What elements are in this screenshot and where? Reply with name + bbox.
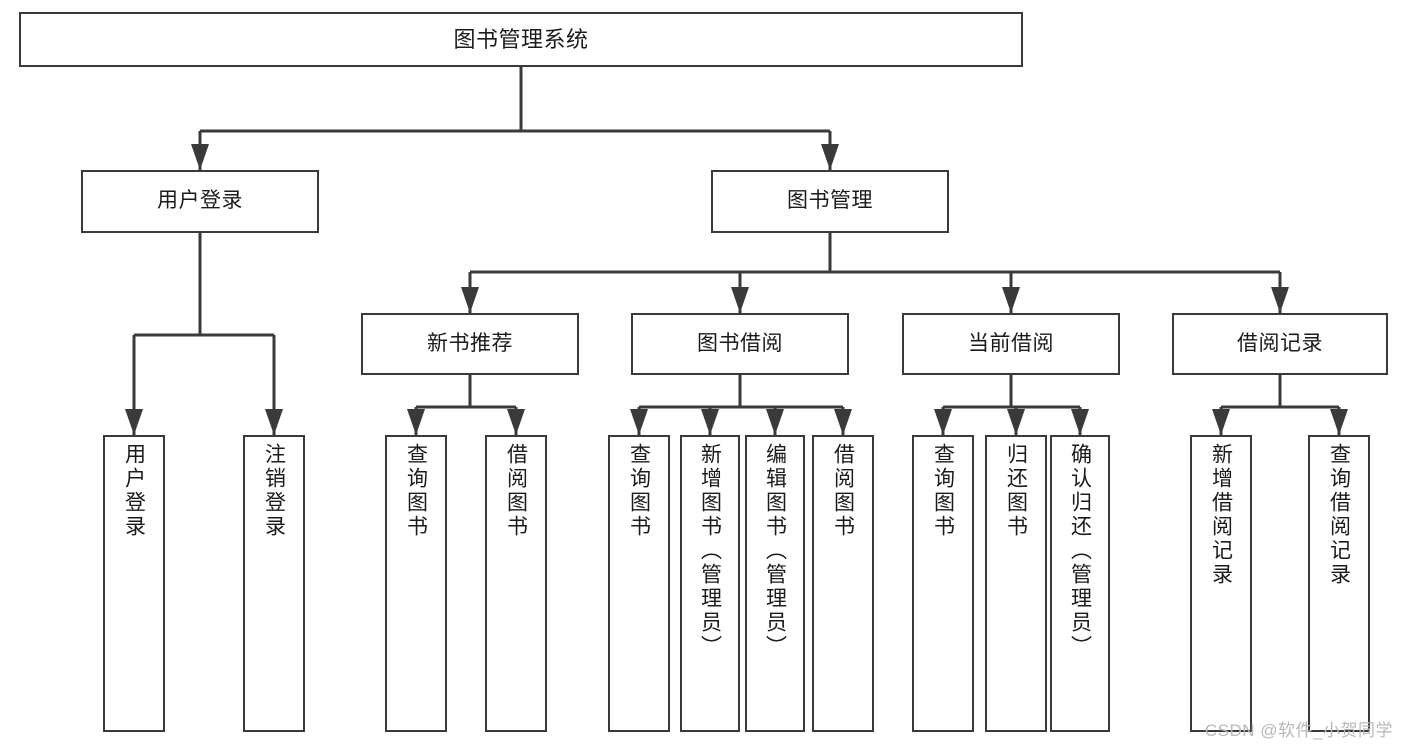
arrowhead-rc-query <box>1330 409 1348 435</box>
node-label-bk-edit: 编辑图书（管理员） <box>763 443 787 659</box>
node-label-nb-borrow: 借阅图书 <box>504 443 528 539</box>
node-bookmgmt: 图书管理 <box>711 170 949 233</box>
node-label-bk-query: 查询图书 <box>627 443 651 539</box>
arrowhead-bookmgmt <box>821 144 839 170</box>
arrowhead-bk-borrow <box>834 409 852 435</box>
node-root: 图书管理系统 <box>19 12 1023 67</box>
arrowhead-rc-add <box>1212 409 1230 435</box>
node-label-rc-query: 查询借阅记录 <box>1327 443 1351 587</box>
arrowhead-login <box>191 144 209 170</box>
node-current: 当前借阅 <box>902 313 1120 375</box>
arrowhead-login-in <box>125 409 143 435</box>
node-label-current: 当前借阅 <box>968 331 1054 355</box>
arrowhead-cr-query <box>934 409 952 435</box>
node-label-login-in: 用户登录 <box>122 443 146 539</box>
node-label-cr-confirm: 确认归还（管理员） <box>1068 443 1092 659</box>
node-bk-borrow: 借阅图书 <box>812 435 874 732</box>
node-label-bookmgmt: 图书管理 <box>787 189 873 213</box>
node-login-out: 注销登录 <box>243 435 305 732</box>
node-bk-query: 查询图书 <box>608 435 670 732</box>
arrowhead-current <box>1002 287 1020 313</box>
arrowhead-nb-borrow <box>507 409 525 435</box>
node-cr-query: 查询图书 <box>912 435 974 732</box>
node-rc-query: 查询借阅记录 <box>1308 435 1370 732</box>
node-label-cr-return: 归还图书 <box>1004 443 1028 539</box>
node-login-in: 用户登录 <box>103 435 165 732</box>
node-records: 借阅记录 <box>1172 313 1388 375</box>
node-cr-return: 归还图书 <box>985 435 1047 732</box>
node-label-rc-add: 新增借阅记录 <box>1209 443 1233 587</box>
arrowhead-bk-query <box>630 409 648 435</box>
node-label-borrow: 图书借阅 <box>697 331 783 355</box>
arrowhead-nb-query <box>407 409 425 435</box>
arrowhead-bk-add <box>701 409 719 435</box>
node-label-login-out: 注销登录 <box>262 443 286 539</box>
node-label-cr-query: 查询图书 <box>931 443 955 539</box>
node-label-newbook: 新书推荐 <box>427 331 513 355</box>
node-login: 用户登录 <box>81 170 319 233</box>
arrowhead-login-out <box>265 409 283 435</box>
node-borrow: 图书借阅 <box>631 313 849 375</box>
node-rc-add: 新增借阅记录 <box>1190 435 1252 732</box>
node-label-records: 借阅记录 <box>1237 331 1323 355</box>
node-label-bk-add: 新增图书（管理员） <box>698 443 722 659</box>
node-nb-query: 查询图书 <box>385 435 447 732</box>
node-nb-borrow: 借阅图书 <box>485 435 547 732</box>
arrowhead-bk-edit <box>766 409 784 435</box>
node-bk-add: 新增图书（管理员） <box>680 435 740 732</box>
arrowhead-cr-confirm <box>1071 409 1089 435</box>
node-label-root: 图书管理系统 <box>453 26 589 52</box>
arrowhead-cr-return <box>1007 409 1025 435</box>
arrowhead-newbook <box>461 287 479 313</box>
node-label-bk-borrow: 借阅图书 <box>831 443 855 539</box>
node-label-nb-query: 查询图书 <box>404 443 428 539</box>
arrowhead-borrow <box>731 287 749 313</box>
node-bk-edit: 编辑图书（管理员） <box>745 435 805 732</box>
node-cr-confirm: 确认归还（管理员） <box>1050 435 1110 732</box>
arrowhead-records <box>1271 287 1289 313</box>
node-newbook: 新书推荐 <box>361 313 579 375</box>
node-label-login: 用户登录 <box>157 189 243 213</box>
